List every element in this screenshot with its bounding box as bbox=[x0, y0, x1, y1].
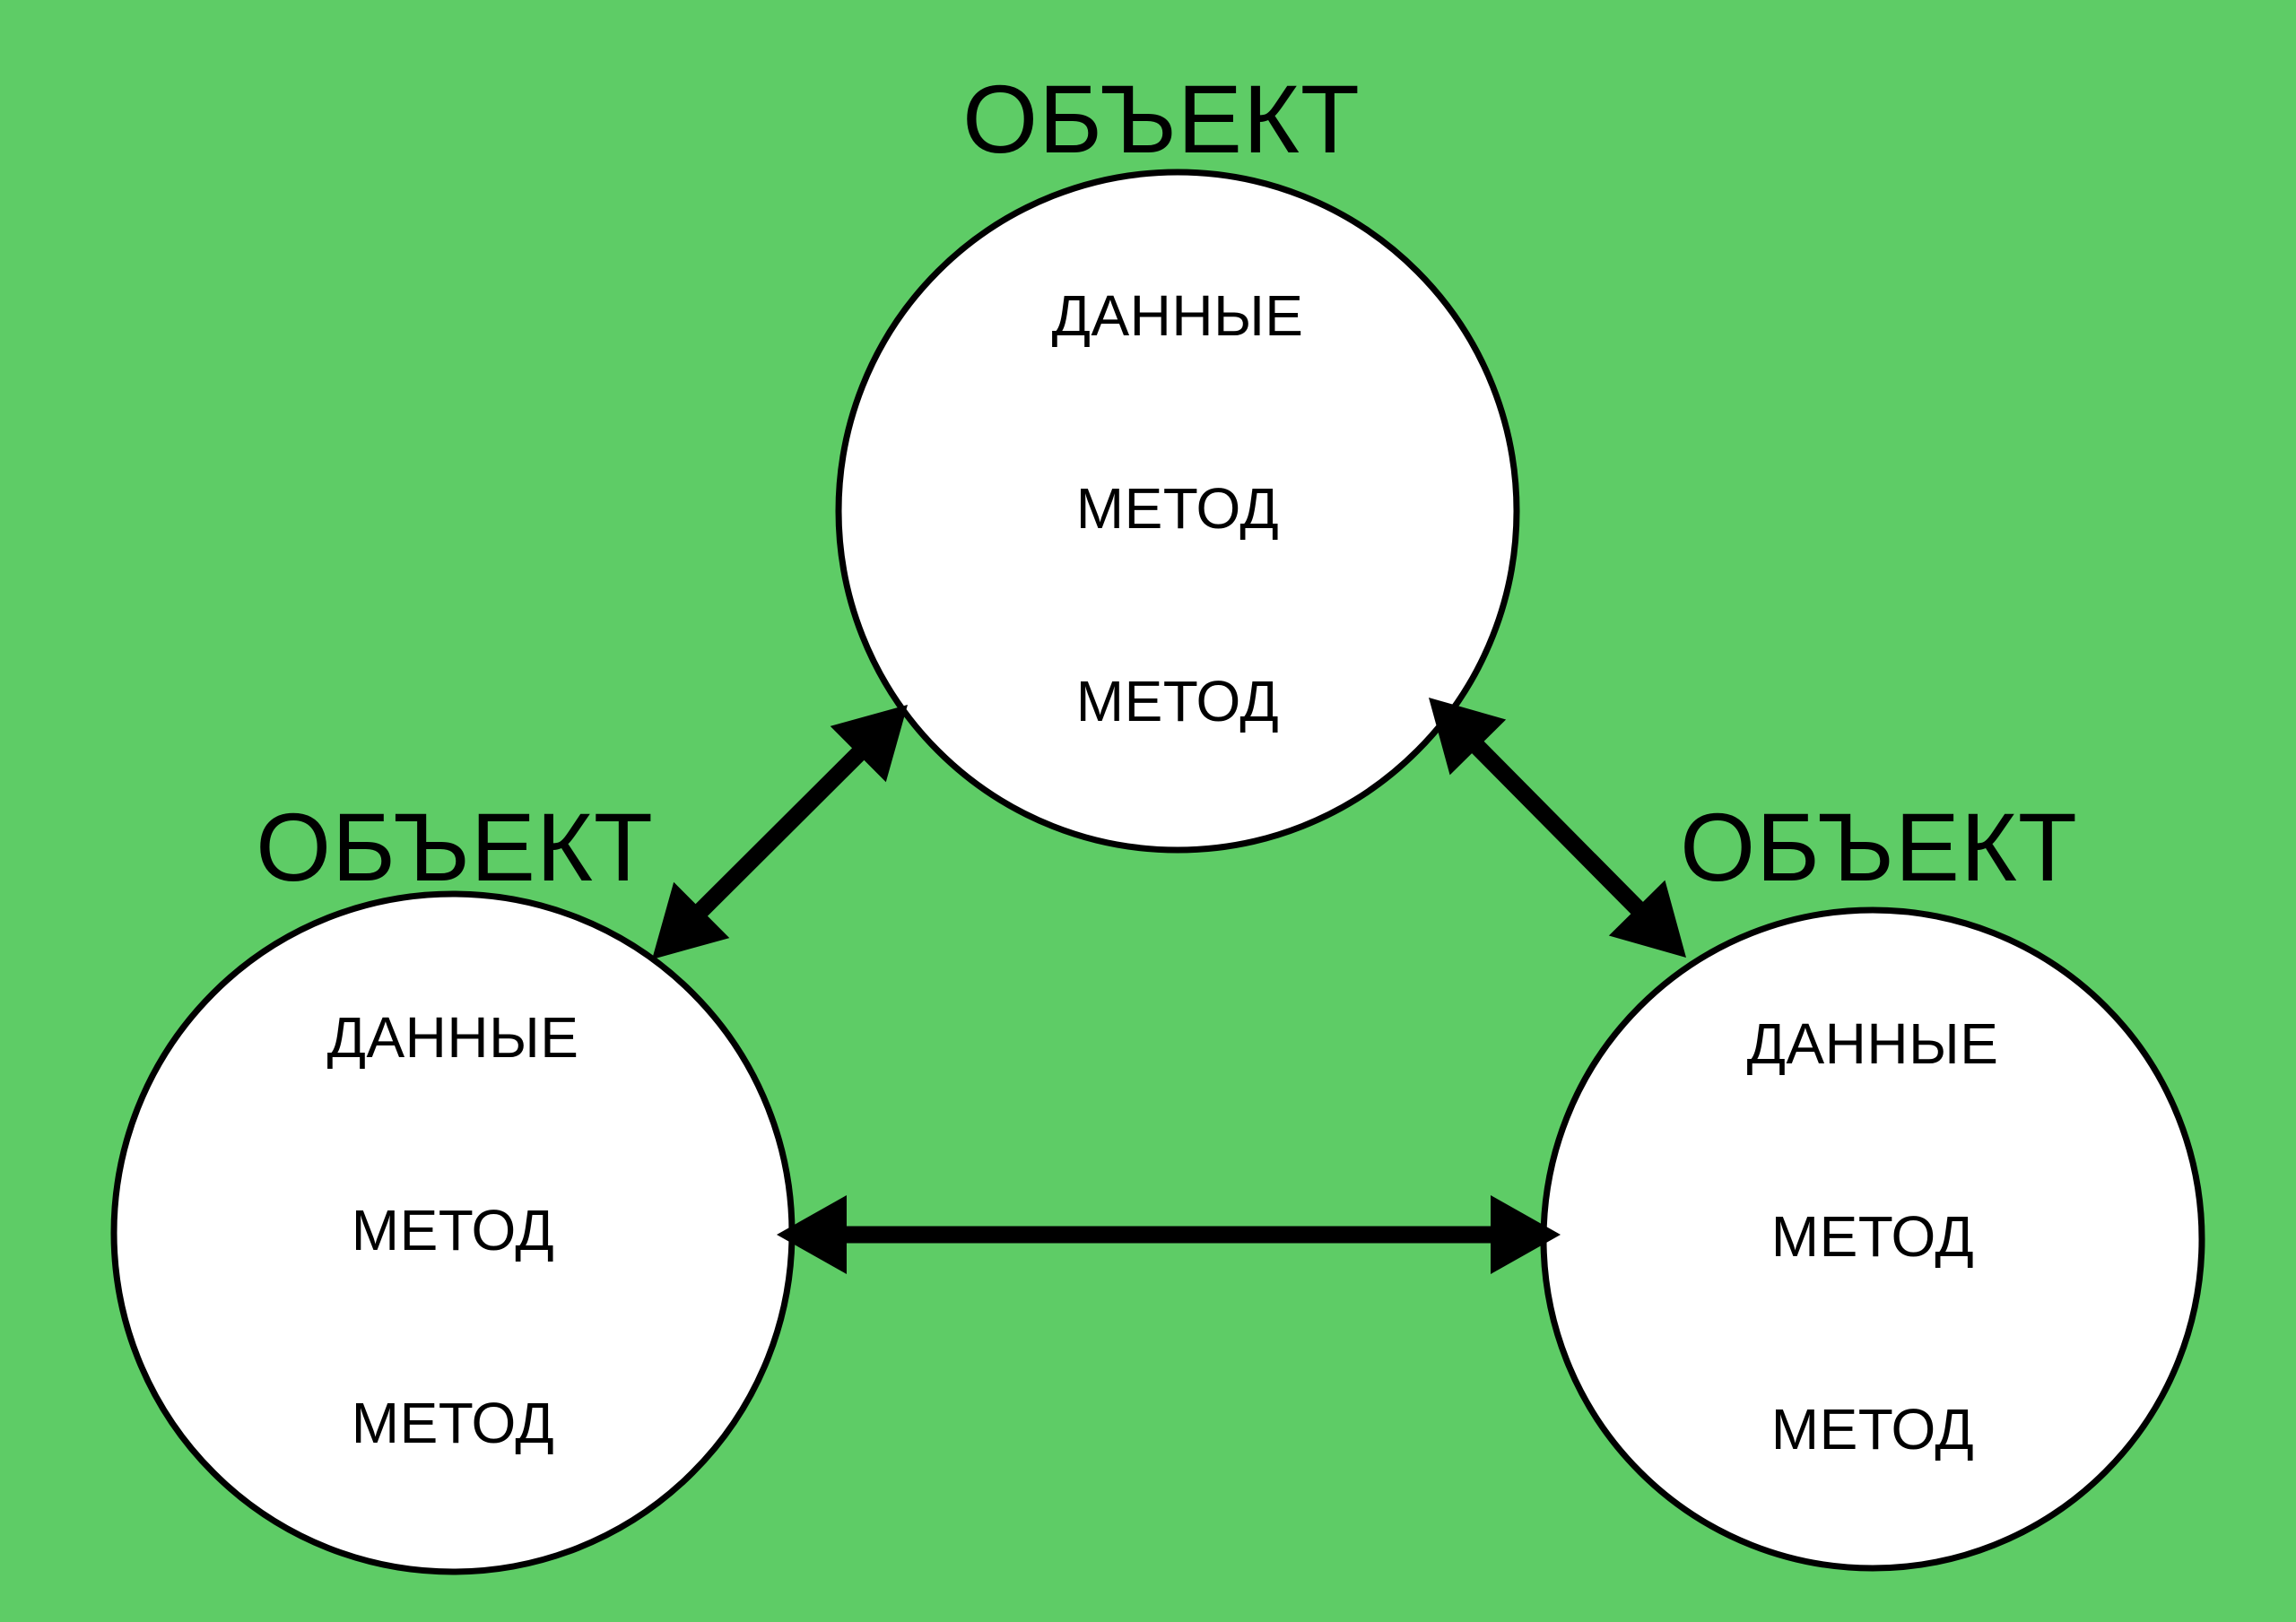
connector-line-top-right bbox=[1457, 727, 1657, 928]
object-circles-group bbox=[110, 169, 2205, 1575]
object-right-data-0: ДАННЫЕ bbox=[1746, 1011, 1999, 1076]
arrowhead-end-left-top bbox=[830, 705, 908, 783]
object-left-method-1: МЕТОД bbox=[351, 1198, 555, 1262]
object-top-method-2: МЕТОД bbox=[1075, 669, 1280, 733]
object-left-method-2: МЕТОД bbox=[351, 1391, 555, 1455]
connector-left-top[interactable] bbox=[652, 705, 908, 959]
arrowhead-start-left-top bbox=[652, 881, 730, 959]
object-title-right: ОБЪЕКТ bbox=[1680, 793, 2078, 901]
arrowhead-start-top-right bbox=[1429, 698, 1507, 776]
object-left-data-0: ДАННЫЕ bbox=[326, 1005, 579, 1070]
connector-top-right[interactable] bbox=[1429, 698, 1686, 958]
arrowhead-end-top-right bbox=[1608, 880, 1686, 958]
object-top-data-0: ДАННЫЕ bbox=[1051, 283, 1304, 348]
connectors-group bbox=[652, 698, 1686, 1274]
connector-left-right[interactable] bbox=[777, 1195, 1561, 1274]
object-right-method-2: МЕТОД bbox=[1770, 1397, 1975, 1462]
object-right-method-1: МЕТОД bbox=[1770, 1204, 1975, 1269]
object-top-method-1: МЕТОД bbox=[1075, 476, 1280, 541]
object-title-top: ОБЪЕКТ bbox=[962, 65, 1361, 173]
object-circle-top[interactable] bbox=[835, 169, 1520, 854]
connector-line-left-top bbox=[682, 733, 878, 931]
arrowhead-start-left-right bbox=[777, 1195, 847, 1274]
arrowhead-end-left-right bbox=[1491, 1195, 1561, 1274]
object-title-left: ОБЪЕКТ bbox=[256, 793, 654, 901]
